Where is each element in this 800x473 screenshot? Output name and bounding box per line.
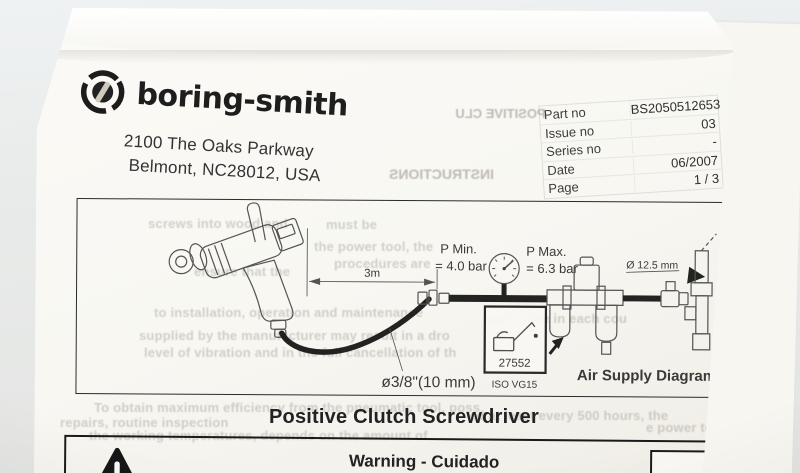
air-supply-diagram: 3m [168, 202, 717, 392]
info-value: 1 / 3 [693, 170, 720, 188]
ghost-text-fragment: repairs, routine inspection [60, 415, 229, 430]
document-info-table: Part no BS2050512653 Issue no 03 Series … [538, 94, 724, 199]
screwdriver-illustration [168, 202, 304, 338]
hose-diameter-label: ø3/8"(10 mm) [381, 374, 475, 392]
hose-length-label: 3m [364, 268, 380, 280]
p-max-label: P Max. [526, 244, 566, 259]
ghost-text-fragment: the power tool, the [314, 239, 434, 254]
brand-logo: boring-smith [77, 67, 349, 130]
page-title: Positive Clutch Screwdriver [269, 406, 539, 428]
oil-grade-label: ISO VG15 [492, 380, 538, 391]
warning-heading: Warning - Cuidado [348, 451, 500, 472]
ghost-text-fragment: To obtain maximum efficiency from the pn… [94, 400, 481, 415]
lubricating-oil-symbol: 27552 [483, 305, 564, 374]
ghost-text-fragment: the working temperatures, depends on the… [89, 428, 428, 443]
ghost-text-fragment: ensure that the [194, 264, 291, 279]
ghost-text-fragment: must be [326, 217, 378, 232]
ghost-text-fragment: to installation, operation and maintenan… [154, 305, 424, 320]
ghost-text-fragment: screws into wood and [148, 216, 288, 231]
ghost-text-fragment: level of vibration and in the full cance… [144, 345, 457, 360]
diagram-caption: Air Supply Diagram [577, 367, 716, 385]
p-max-value: = 6.3 bar [526, 261, 578, 276]
brand-name: boring-smith [135, 76, 349, 124]
paper-top-curl [34, 8, 734, 54]
brand-header: boring-smith 2100 The Oaks Parkway Belmo… [70, 65, 417, 224]
oil-can-icon [493, 321, 538, 352]
flow-arrow-icon [687, 266, 706, 284]
shutoff-valve [660, 281, 689, 308]
main-air-line [684, 233, 717, 351]
info-label: Page [543, 176, 636, 197]
screw-head-ring-icon [80, 70, 125, 114]
warning-section: Warning - Cuidado [63, 434, 734, 473]
supply-diameter-label: Ø 12.5 mm [626, 259, 678, 271]
pressure-gauge-icon [488, 253, 520, 297]
air-supply-diagram-box: 3m [75, 198, 731, 398]
ghost-text-fragment: ed at least every 500 hours, the [469, 408, 669, 423]
paper-curl-shadow [34, 50, 734, 64]
ghost-text-fragment: procedures are [334, 256, 431, 271]
p-min-value: = 4.0 bar [435, 258, 487, 273]
hose-length-dimension: 3m [306, 228, 438, 297]
oil-part-number: 27552 [499, 358, 531, 370]
instruction-sheet-page: POSITIVE CLU INSTRUCTIONS screws into wo… [34, 8, 734, 473]
p-min-label: P Min. [440, 241, 477, 256]
air-hose [279, 296, 432, 355]
supply-pipe [448, 294, 548, 303]
